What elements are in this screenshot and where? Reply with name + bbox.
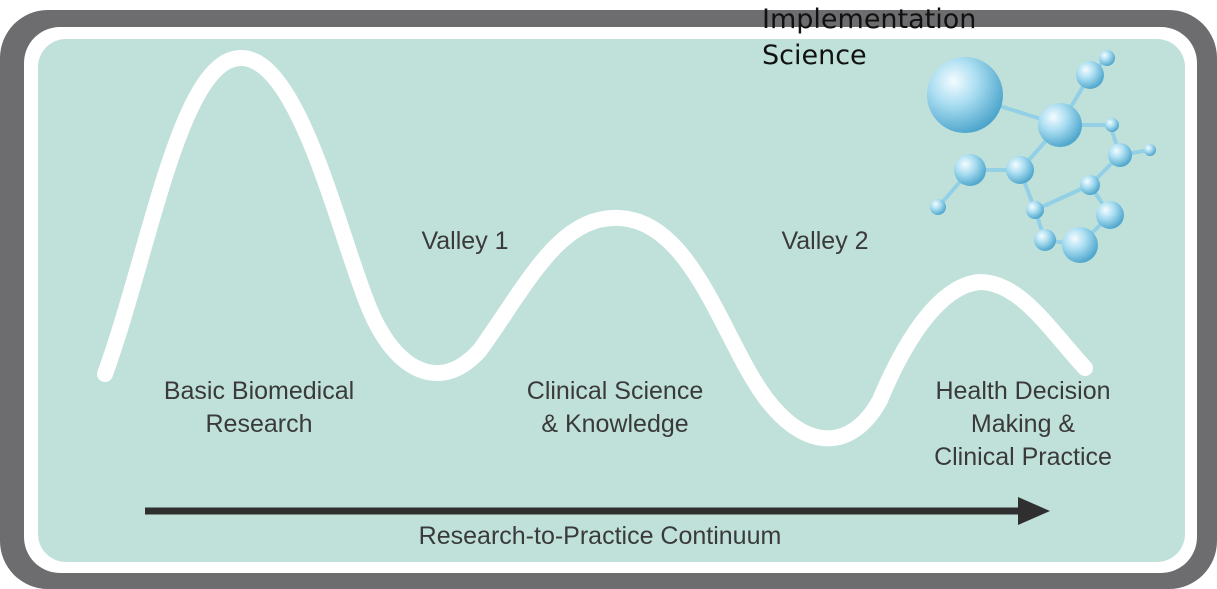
valley-2-text: Valley 2 <box>781 227 869 255</box>
valley-1-text: Valley 1 <box>421 227 509 255</box>
health-label-line-1: Health Decision <box>935 377 1111 405</box>
clinical-label-line-2: & Knowledge <box>541 410 689 438</box>
basic-label-line-2: Research <box>205 410 313 438</box>
continuum-label: Research-to-Practice Continuum <box>330 520 870 553</box>
wave-curve <box>97 49 1093 447</box>
implementation-science-title: Implementation Science <box>762 2 976 74</box>
basic-biomedical-research-label: Basic Biomedical Research <box>124 375 394 441</box>
molecule-icon <box>927 50 1156 263</box>
clinical-label-line-1: Clinical Science <box>526 377 704 405</box>
health-decision-making-label: Health Decision Making & Clinical Practi… <box>888 375 1158 474</box>
basic-label-line-1: Basic Biomedical <box>163 377 355 405</box>
health-label-line-3: Clinical Practice <box>934 443 1112 471</box>
title-line-1: Implementation <box>762 4 977 35</box>
valley-1-label: Valley 1 <box>395 225 535 258</box>
continuum-text: Research-to-Practice Continuum <box>418 522 782 550</box>
clinical-science-knowledge-label: Clinical Science & Knowledge <box>480 375 750 441</box>
continuum-arrow <box>145 497 1050 525</box>
health-label-line-2: Making & <box>970 410 1076 438</box>
valley-2-label: Valley 2 <box>755 225 895 258</box>
title-line-2: Science <box>762 40 867 71</box>
